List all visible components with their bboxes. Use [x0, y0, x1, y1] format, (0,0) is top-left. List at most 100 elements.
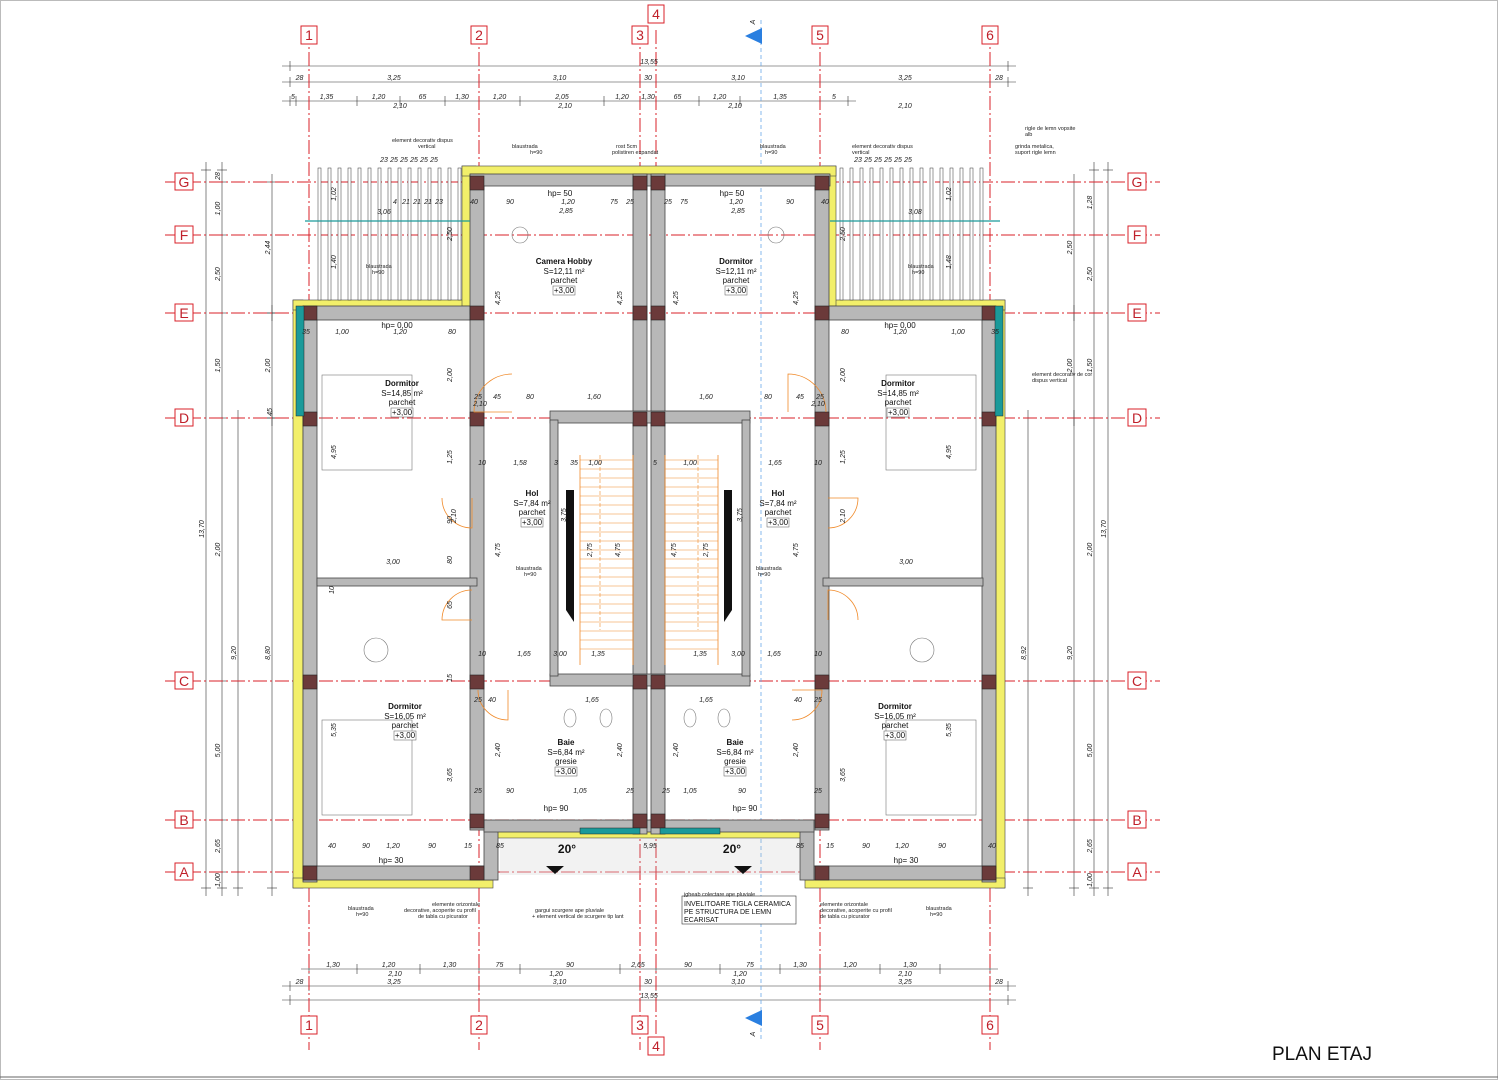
sill-height: hp= 0,00 [884, 321, 916, 330]
pergola-slat [849, 167, 854, 301]
inner-dimension: 2,75 [587, 543, 594, 558]
dimension-label: 2,65 [630, 962, 645, 969]
toilet-symbol [683, 708, 697, 728]
structural-column [981, 305, 997, 321]
structural-column [469, 411, 485, 427]
inner-dimension: 90 [362, 843, 370, 850]
inner-dimension: 80 [448, 329, 456, 336]
stair-balustrade-height: h=90 [524, 572, 536, 578]
door-swing [791, 689, 823, 721]
chair-symbol [511, 226, 529, 244]
inner-dimension: 25 [883, 157, 892, 164]
inner-dimension: 3,75 [561, 508, 568, 522]
beam-note: suport rigle lemn [1015, 150, 1056, 156]
inner-dimension: 25 [399, 157, 408, 164]
inner-dimension: 2,85 [730, 208, 745, 215]
structural-column [632, 813, 648, 829]
sill-height: hp= 90 [544, 804, 569, 813]
dimension-label: 1,20 [372, 94, 386, 101]
axis-bubble [174, 810, 194, 829]
inner-dimension: 25 [429, 157, 438, 164]
dimension-label: 28 [994, 979, 1003, 986]
axis-label-G: G [1132, 174, 1143, 190]
inner-dimension: 15 [464, 843, 472, 850]
structural-column [302, 411, 318, 427]
dimension-label: 1,20 [733, 971, 747, 978]
table-symbol [909, 637, 935, 663]
inner-dimension: 25 [625, 788, 634, 795]
dimension-label: 2,50 [1087, 267, 1094, 282]
structural-column [814, 305, 830, 321]
inner-dimension: 4,95 [946, 445, 953, 459]
pergola-slat [317, 167, 322, 301]
dimension-label: 2,65 [215, 839, 222, 854]
inner-dimension: 4,75 [793, 543, 800, 557]
axis-label-2: 2 [475, 27, 483, 43]
room-name: Dormitor [388, 702, 422, 711]
dimension-label: 28 [295, 979, 304, 986]
inner-dimension: 25 [389, 157, 398, 164]
room-name: Baie [727, 738, 744, 747]
pergola-slat [407, 167, 412, 301]
axis-label-2: 2 [475, 1017, 483, 1033]
axis-label-1: 1 [305, 1017, 313, 1033]
axis-label-E: E [179, 305, 188, 321]
inner-dimension: 10 [478, 460, 486, 467]
structural-column [469, 305, 485, 321]
axis-bubble [300, 1015, 318, 1035]
inner-dimension: 90 [738, 788, 746, 795]
balustrade-note: blaustrada [512, 144, 539, 150]
dimension-label: 1,20 [843, 962, 857, 969]
inner-dimension: 3,00 [553, 651, 567, 658]
level-box [766, 517, 790, 528]
dimension-label: 2,10 [727, 103, 742, 110]
inner-dimension: 80 [764, 394, 772, 401]
pergola-slat [377, 167, 382, 301]
slats-note: alb [1025, 132, 1032, 138]
inner-dimension: 25 [813, 697, 822, 704]
inner-dimension: 40 [488, 697, 496, 704]
gutter-note: jgheab colectare ape pluviale [683, 892, 755, 898]
dimension-label: 1,20 [549, 971, 563, 978]
beam-note: grinda metalica, [1015, 144, 1054, 150]
horizontal-elements-note: de tabla cu picurator [820, 914, 870, 920]
pergola-slat [879, 167, 884, 301]
inner-dimension: 1,05 [683, 788, 697, 795]
dimension-label: 1,00 [1087, 873, 1094, 887]
room-area: S=12,11 m² [716, 267, 757, 276]
dimension-label: 1,50 [1087, 359, 1094, 373]
inner-dimension: 25 [663, 199, 672, 206]
pergola-slat [417, 167, 422, 301]
sill-height: hp= 90 [733, 804, 758, 813]
room-name: Hol [772, 489, 785, 498]
balustrade-height: h=90 [530, 150, 542, 156]
inner-dimension: 2,10 [840, 509, 847, 524]
dimension-label: 9,20 [1067, 646, 1074, 660]
inner-dimension: 1,60 [587, 394, 601, 401]
inner-dimension: 75 [610, 199, 618, 206]
pergola-slat [397, 167, 402, 301]
inner-dimension: 85 [496, 843, 504, 850]
inner-dimension: 2,10 [472, 401, 487, 408]
pergola-slat [899, 167, 904, 301]
inner-dimension: 80 [841, 329, 849, 336]
level-box [390, 407, 414, 418]
inner-dimension: 23 [853, 157, 862, 164]
decor-note: vertical [418, 144, 435, 150]
inner-dimension: 25 [473, 394, 482, 401]
section-arrow-top [745, 28, 762, 44]
axis-label-E: E [1132, 305, 1141, 321]
structural-column [981, 674, 997, 690]
room-floor: parchet [765, 508, 792, 517]
dimension-label: 8,92 [1021, 646, 1028, 660]
structural-column [469, 813, 485, 829]
inner-dimension: 65 [447, 601, 454, 609]
dimension-label: 2,00 [1067, 359, 1074, 374]
dimension-label: 2,10 [392, 103, 407, 110]
inner-dimension: 40 [794, 697, 802, 704]
dimension-label: 1,30 [326, 962, 340, 969]
dimension-label: 3,10 [553, 75, 567, 82]
stair-balustrade-note: blaustrada [516, 566, 543, 572]
dimension-label: 1,35 [320, 94, 334, 101]
inner-dimension: 21 [423, 199, 432, 206]
